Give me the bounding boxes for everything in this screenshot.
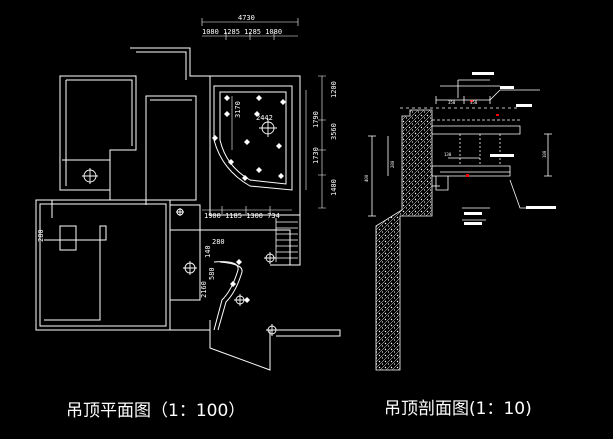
stairs bbox=[275, 218, 298, 262]
sec-dim-top-a: 350 bbox=[448, 100, 456, 105]
downlights bbox=[212, 95, 286, 303]
plan-dimension-text: 4730 1080 1285 1285 1080 1200 3560 1790 … bbox=[37, 14, 338, 298]
ceiling-board bbox=[431, 165, 511, 177]
ceiling-plan bbox=[35, 18, 341, 371]
plan-caption: 吊顶平面图（1：100） bbox=[66, 401, 246, 421]
dim-kitchen-c: 2160 bbox=[200, 281, 208, 298]
section-notes bbox=[464, 72, 556, 225]
dim-right-4: 1400 bbox=[330, 179, 338, 196]
sec-dim-side-a: 280 bbox=[390, 160, 395, 168]
dim-bottom-parts: 1900 1185 1300 734 bbox=[204, 212, 280, 220]
dim-kitchen-a: 280 bbox=[212, 238, 225, 246]
dim-right-outer: 3560 bbox=[330, 123, 338, 140]
wall-hatch bbox=[375, 109, 433, 371]
sec-dim-right-a: 100 bbox=[542, 150, 547, 158]
dim-top-total: 4730 bbox=[238, 14, 255, 22]
dim-right-3: 1730 bbox=[312, 147, 320, 164]
dim-right-2: 1790 bbox=[312, 111, 320, 128]
plan-dimension-lines bbox=[199, 18, 326, 300]
dim-diag: 2442 bbox=[256, 114, 273, 122]
ceiling-section bbox=[368, 72, 556, 371]
light-fixtures bbox=[82, 119, 278, 336]
slab bbox=[432, 125, 521, 135]
dim-right-1: 1200 bbox=[330, 81, 338, 98]
sec-dim-side-b: 400 bbox=[364, 174, 369, 182]
dim-left-inner: 3170 bbox=[234, 101, 242, 118]
plan-walls bbox=[35, 47, 341, 371]
dim-top-parts: 1080 1285 1285 1080 bbox=[202, 28, 282, 36]
dim-kitchen-b: 140 bbox=[204, 245, 212, 258]
accent-marks bbox=[466, 100, 499, 177]
dim-kitchen-d: 580 bbox=[208, 267, 216, 280]
dim-left-room: 280 bbox=[37, 229, 45, 242]
ceiling-feature-kitchen bbox=[213, 261, 243, 331]
section-caption: 吊顶剖面图(1：10) bbox=[384, 399, 532, 419]
sec-dim-mid: 130 bbox=[444, 152, 452, 157]
ceiling-feature-main bbox=[213, 85, 293, 191]
sec-dim-top-b: 350 bbox=[470, 100, 478, 105]
section-dimension-text: 350 350 280 400 100 130 bbox=[364, 100, 547, 182]
